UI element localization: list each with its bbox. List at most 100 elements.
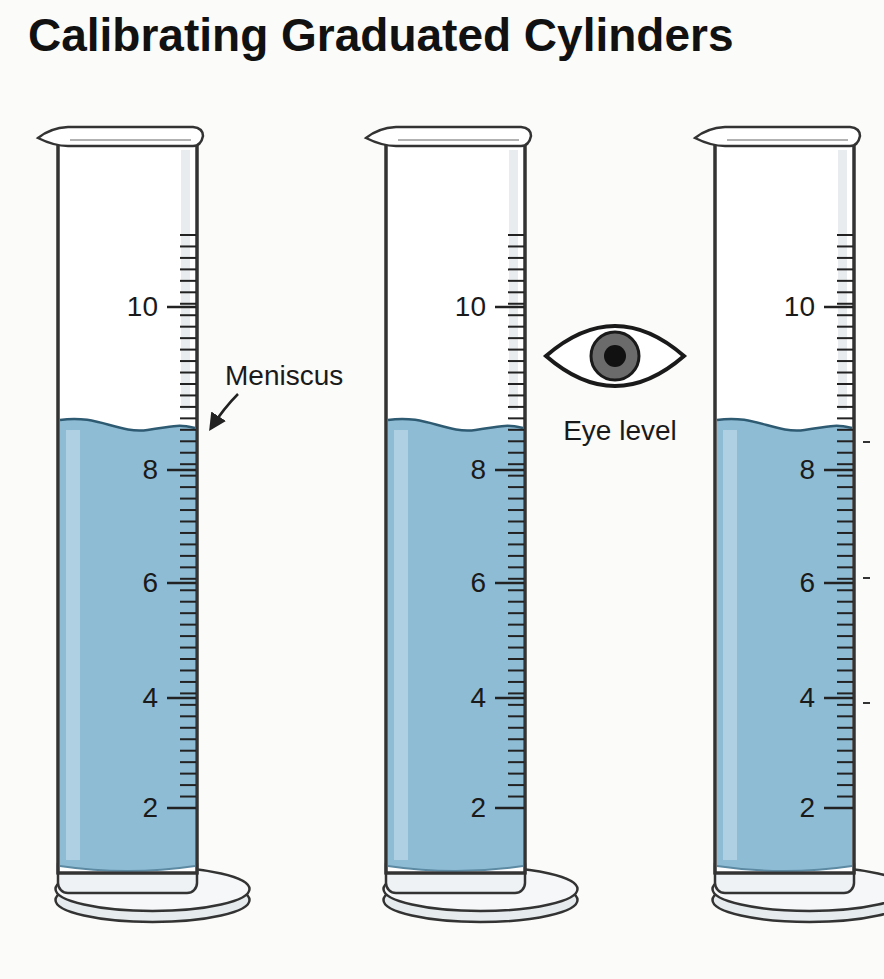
- cylinder-rim: [366, 127, 531, 146]
- glass-tube-outline: [715, 138, 854, 873]
- major-tick: [495, 582, 524, 585]
- major-tick: [824, 582, 853, 585]
- tick-mark: [837, 417, 853, 419]
- tick-mark: [180, 245, 196, 247]
- scale-number: 8: [470, 455, 486, 486]
- liquid-bottom: [388, 866, 523, 871]
- tick-mark: [837, 612, 853, 614]
- tick-mark: [837, 429, 853, 431]
- tick-mark: [180, 669, 196, 671]
- liquid-highlight: [394, 430, 408, 860]
- tick-mark: [837, 394, 853, 396]
- tick-mark: [180, 394, 196, 396]
- major-tick: [167, 807, 196, 810]
- liquid-highlight: [723, 430, 737, 860]
- tick-mark: [837, 796, 853, 798]
- tick-mark: [508, 475, 524, 477]
- tick-mark: [508, 738, 524, 740]
- tick-mark: [508, 601, 524, 603]
- tick-mark: [508, 715, 524, 717]
- major-tick: [495, 807, 524, 810]
- tick-mark: [837, 601, 853, 603]
- tick-mark: [837, 486, 853, 488]
- tick-mark: [837, 750, 853, 752]
- tick-mark: [508, 727, 524, 729]
- tick-mark: [508, 750, 524, 752]
- tick-mark: [508, 589, 524, 591]
- cylinder-rim: [38, 127, 203, 146]
- scale-number: 2: [799, 793, 815, 824]
- leader-arrow: [211, 394, 238, 428]
- graduated-cylinder: [38, 127, 250, 922]
- tick-mark: [508, 509, 524, 511]
- graduated-cylinder: [695, 127, 884, 922]
- tick-mark: [180, 383, 196, 385]
- tick-mark: [837, 257, 853, 259]
- major-tick: [495, 306, 524, 309]
- tick-mark: [180, 498, 196, 500]
- major-tick: [495, 697, 524, 700]
- tick-mark: [508, 257, 524, 259]
- tick-mark: [837, 463, 853, 465]
- tick-mark: [837, 383, 853, 385]
- tick-mark: [837, 280, 853, 282]
- tick-mark: [180, 612, 196, 614]
- diagram-title: Calibrating Graduated Cylinders: [28, 10, 733, 61]
- tick-mark: [508, 635, 524, 637]
- tick-mark: [508, 349, 524, 351]
- meniscus-line: [60, 419, 195, 431]
- tick-mark: [508, 784, 524, 786]
- tick-mark: [508, 521, 524, 523]
- eye-iris: [591, 332, 639, 380]
- rim-inner: [398, 139, 519, 141]
- tick-mark: [180, 314, 196, 316]
- tick-mark: [508, 566, 524, 568]
- tick-mark: [837, 372, 853, 374]
- liquid-highlight: [66, 430, 80, 860]
- tick-mark: [508, 612, 524, 614]
- tick-mark: [508, 704, 524, 706]
- tick-mark: [180, 681, 196, 683]
- scale-number: 2: [470, 793, 486, 824]
- tick-mark: [508, 692, 524, 694]
- callout-label: Meniscus: [225, 361, 343, 392]
- tick-mark: [180, 773, 196, 775]
- tick-mark: [508, 498, 524, 500]
- tick-mark: [180, 326, 196, 328]
- tick-mark: [180, 796, 196, 798]
- tick-mark: [837, 704, 853, 706]
- tick-mark: [837, 314, 853, 316]
- tick-mark: [180, 440, 196, 442]
- tick-mark: [180, 784, 196, 786]
- tick-mark: [837, 761, 853, 763]
- tick-mark: [837, 773, 853, 775]
- tick-mark: [837, 532, 853, 534]
- liquid-bottom: [717, 866, 852, 871]
- tick-mark: [837, 337, 853, 339]
- major-tick: [167, 697, 196, 700]
- tick-mark: [837, 727, 853, 729]
- tick-mark: [837, 681, 853, 683]
- tick-mark: [837, 349, 853, 351]
- tick-mark: [180, 360, 196, 362]
- glass-tube-outline: [58, 138, 197, 873]
- tick-mark: [180, 704, 196, 706]
- scale-number: 10: [784, 292, 815, 323]
- tick-mark: [837, 245, 853, 247]
- tick-mark: [837, 738, 853, 740]
- tick-mark: [180, 452, 196, 454]
- scale-number: 4: [470, 683, 486, 714]
- tick-mark: [508, 406, 524, 408]
- tick-mark: [180, 509, 196, 511]
- tick-mark: [508, 647, 524, 649]
- tick-mark: [508, 669, 524, 671]
- glass-tube: [58, 138, 197, 873]
- tick-mark: [508, 303, 524, 305]
- edge-mark: [863, 702, 870, 704]
- major-tick: [824, 469, 853, 472]
- scale-number: 10: [455, 292, 486, 323]
- tick-mark: [180, 624, 196, 626]
- graduated-cylinder: [366, 127, 578, 922]
- scale-number: 6: [470, 568, 486, 599]
- tick-mark: [180, 291, 196, 293]
